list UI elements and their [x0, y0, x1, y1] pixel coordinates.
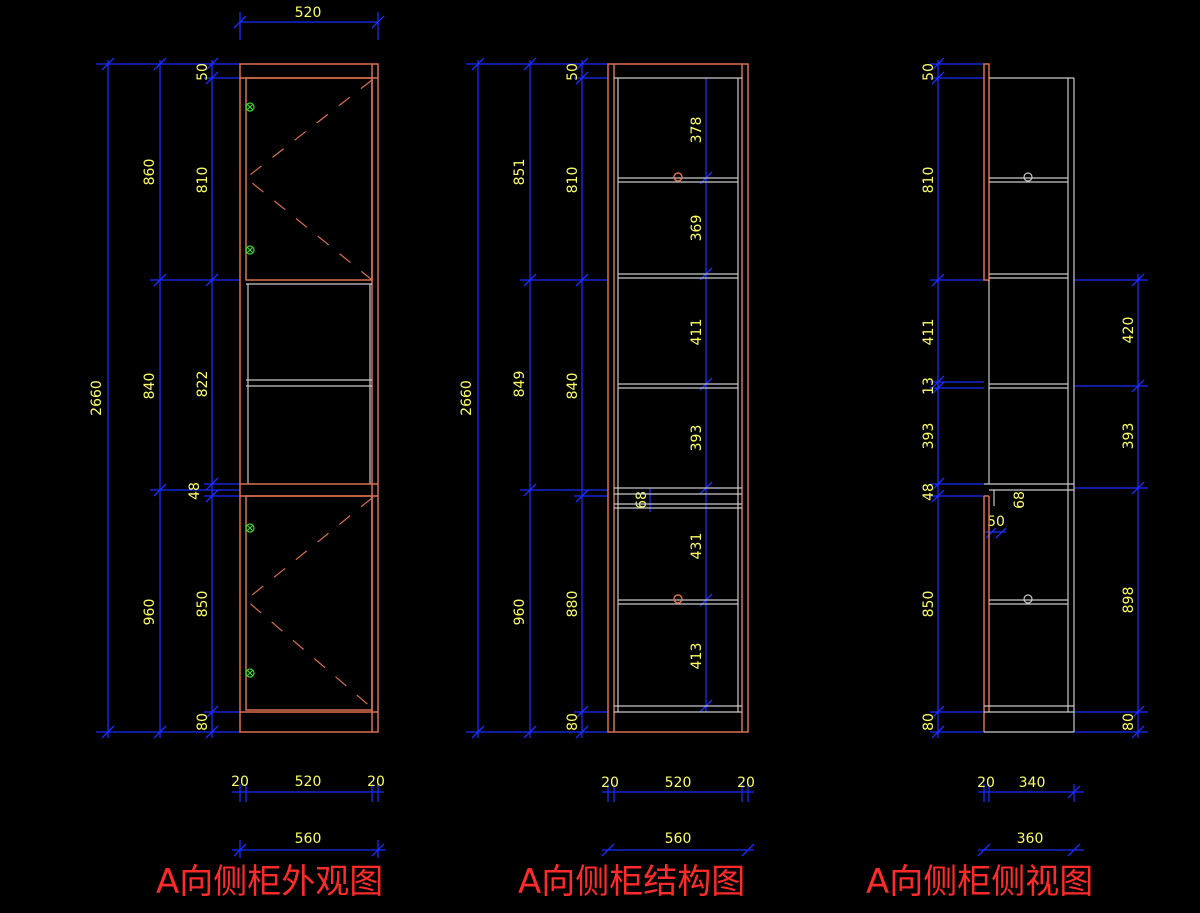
caption-structure: A向侧柜结构图	[518, 862, 745, 902]
dim-top-width: 520	[295, 5, 322, 21]
dim-shelf-5: 431	[689, 533, 705, 560]
dim-upper: 860	[142, 159, 158, 186]
hole-icon	[1023, 172, 1033, 182]
dim-shelf-1: 378	[689, 117, 705, 144]
dim-bottom-left: 20	[231, 774, 249, 790]
dim-48: 48	[921, 483, 937, 501]
hinge-icon	[245, 102, 255, 678]
dim-850: 850	[921, 591, 937, 618]
dim-upper-door: 810	[195, 167, 211, 194]
dim-upper-section: 810	[565, 167, 581, 194]
dim-right-898: 898	[1121, 587, 1137, 614]
view-exterior: 520 2660 860 840 960 50 810 822	[89, 5, 386, 902]
dim-shelf-6: 413	[689, 643, 705, 670]
hole-icon	[673, 172, 683, 182]
dim-bottom-mid: 520	[295, 774, 322, 790]
dim-bottom-mid: 520	[665, 775, 692, 791]
dim-shelf-4: 393	[689, 425, 705, 452]
dim-80: 80	[921, 713, 937, 731]
hole-icon	[673, 594, 683, 604]
dim-411: 411	[921, 319, 937, 346]
dim-upper-section: 810	[921, 167, 937, 194]
dim-right-80: 80	[1121, 713, 1137, 731]
dim-top-panel: 50	[921, 63, 937, 81]
dim-lower-section: 880	[565, 591, 581, 618]
dim-lower: 960	[142, 599, 158, 626]
dim-393: 393	[921, 423, 937, 450]
cabinet-outline	[239, 63, 379, 733]
dim-bottom-left: 20	[977, 775, 995, 791]
dim-bottom-total: 560	[665, 831, 692, 847]
dim-middle: 840	[142, 373, 158, 400]
dim-total-height: 2660	[89, 380, 105, 416]
view-side: 50 810 411 13 393 48 850 80 420 393 898 …	[866, 57, 1148, 902]
dim-right-393: 393	[1121, 423, 1137, 450]
upper-door	[245, 77, 373, 281]
dim-upper: 851	[512, 159, 528, 186]
dim-bottom-total: 360	[1017, 831, 1044, 847]
dim-bottom-total: 560	[295, 831, 322, 847]
dim-13: 13	[921, 377, 937, 395]
dim-middle-section: 840	[565, 373, 581, 400]
dim-base: 80	[195, 713, 211, 731]
dim-shelf-2: 369	[689, 215, 705, 242]
lower-door	[245, 495, 373, 711]
dim-shelf-3: 411	[689, 319, 705, 346]
hole-icon	[1023, 594, 1033, 604]
dim-right-420: 420	[1121, 317, 1137, 344]
dim-separator: 48	[187, 482, 203, 500]
caption-exterior: A向侧柜外观图	[156, 862, 383, 902]
dim-middle-open: 822	[195, 371, 211, 398]
dim-total-height: 2660	[459, 380, 475, 416]
dim-bottom-right: 20	[367, 774, 385, 790]
dim-top-panel: 50	[195, 63, 211, 81]
view-structure: 2660 851 849 960 50 810 840 880 80 378 3…	[459, 57, 755, 902]
structure-outline	[607, 63, 749, 733]
caption-side: A向侧柜侧视图	[866, 862, 1093, 902]
dim-step: 50	[987, 514, 1005, 530]
dim-top-panel: 50	[565, 63, 581, 81]
dim-rail: 68	[1012, 491, 1028, 509]
dim-bottom-right: 20	[737, 775, 755, 791]
door-edge-upper	[983, 63, 990, 281]
dim-bottom-left: 20	[601, 775, 619, 791]
dim-lower-door: 850	[195, 591, 211, 618]
dim-lower: 960	[512, 599, 528, 626]
dim-bottom-mid: 340	[1019, 775, 1046, 791]
dim-base: 80	[565, 713, 581, 731]
dim-middle: 849	[512, 371, 528, 398]
